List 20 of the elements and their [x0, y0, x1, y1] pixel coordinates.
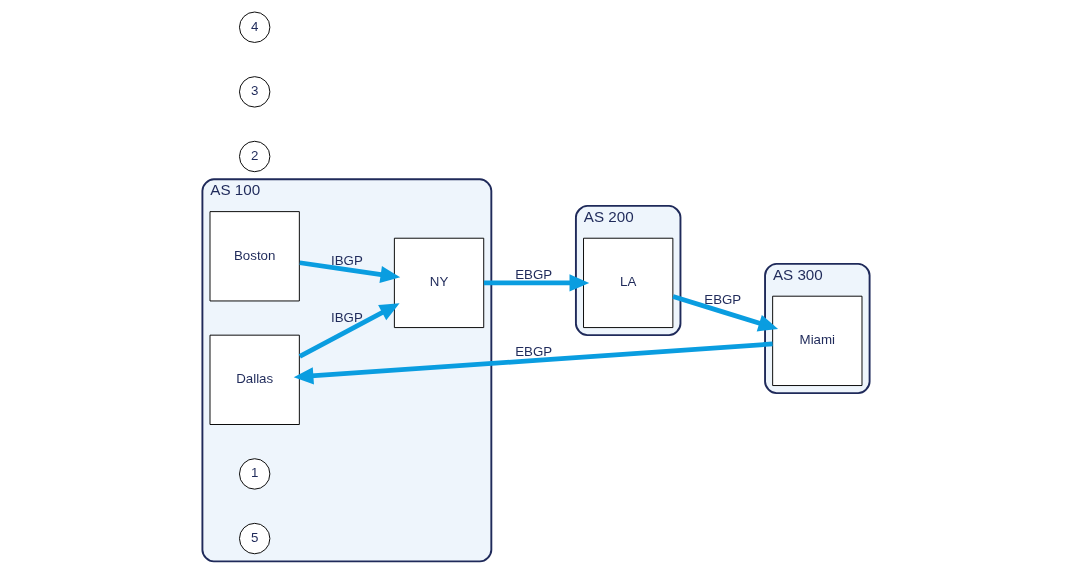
- node-circle: 5: [238, 522, 270, 555]
- arrow: [298, 260, 400, 284]
- node-circle: 2: [238, 140, 270, 173]
- node-box: Miami: [771, 295, 862, 386]
- arrow: [671, 294, 778, 332]
- arrow: [483, 274, 589, 292]
- edge-label: EBGP: [514, 267, 552, 283]
- edge-label: IBGP: [330, 253, 363, 269]
- node-circle: 4: [238, 11, 270, 43]
- node-circle: 1: [238, 458, 270, 490]
- node-box: Dallas: [209, 334, 300, 425]
- edge-label: IBGP: [330, 310, 363, 326]
- arrow: [293, 341, 773, 385]
- node-box: Boston: [209, 211, 300, 302]
- arrow: [298, 303, 400, 359]
- edge-label: EBGP: [703, 292, 741, 307]
- node-circle: 3: [238, 76, 270, 108]
- node-box: NY: [393, 237, 484, 329]
- node-box: LA: [582, 237, 673, 329]
- edge-label: EBGP: [514, 344, 552, 360]
